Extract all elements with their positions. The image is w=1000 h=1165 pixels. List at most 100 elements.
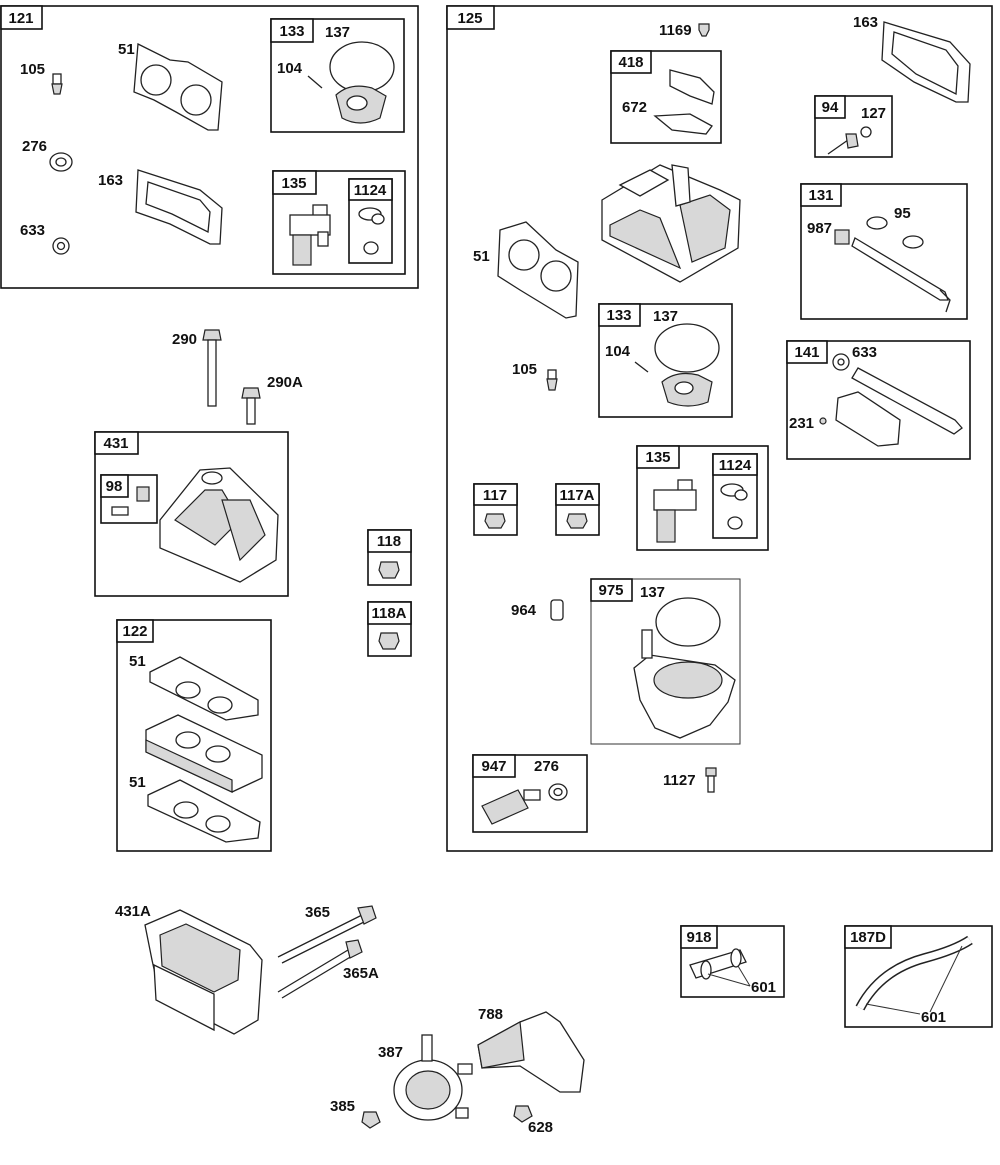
screw-1127 (705, 767, 717, 777)
label-633: 633 (20, 222, 45, 239)
group-117A-tag: 117A (559, 487, 594, 504)
spacer-block[interactable] (145, 714, 263, 793)
label-431A: 431A (115, 903, 151, 920)
label-964: 964 (511, 602, 537, 619)
group-918-tag: 918 (686, 929, 711, 946)
screw-1169 (698, 23, 710, 37)
bolt-290[interactable] (202, 329, 222, 407)
double-gasket-right[interactable] (497, 221, 579, 319)
spring-and-pin[interactable] (111, 486, 150, 516)
pin-right (634, 361, 649, 373)
solenoid[interactable] (289, 204, 331, 266)
group-141-tag: 141 (794, 344, 819, 361)
carburetor-base[interactable] (159, 467, 279, 583)
washer[interactable] (49, 152, 73, 172)
group-418-tag: 418 (618, 54, 643, 71)
label-788: 788 (478, 1006, 503, 1023)
seal-ring[interactable] (52, 237, 70, 255)
needle-94 (827, 139, 849, 155)
gasket-set[interactable] (358, 207, 385, 255)
needle-valve[interactable] (51, 73, 63, 95)
group-125-tag: 125 (457, 10, 482, 27)
group-947-tag: 947 (481, 758, 506, 775)
group-121-tag: 121 (8, 10, 33, 27)
group-121[interactable]: 121 51 105 276 163 633 (0, 5, 419, 289)
o-ring-right (654, 323, 720, 373)
plate-lower (653, 113, 713, 135)
float-bowl[interactable] (633, 629, 736, 739)
group-918[interactable]: 918 601 (680, 925, 785, 998)
bolt-365[interactable] (277, 905, 377, 964)
group-133-tag: 133 (279, 23, 304, 40)
group-94-tag: 94 (822, 99, 839, 116)
bolt-290A[interactable] (241, 387, 261, 425)
choke-shaft (851, 367, 963, 435)
fuel-solenoid-947 (481, 789, 529, 825)
group-118-tag: 118 (377, 533, 401, 550)
label-365A: 365A (343, 965, 379, 982)
fuel-pump-387[interactable] (393, 1034, 473, 1121)
o-ring-bowl (655, 597, 721, 647)
label-1127: 1127 (663, 772, 696, 789)
label-127: 127 (861, 105, 886, 122)
solenoid-right (656, 509, 676, 543)
group-133[interactable]: 133 137 104 (270, 18, 405, 133)
carburetor-body[interactable] (601, 164, 741, 283)
intake-manifold-431A[interactable] (144, 909, 263, 1035)
label-387: 387 (378, 1044, 403, 1061)
o-ring (329, 41, 395, 93)
label-633-right: 633 (852, 344, 877, 361)
label-365: 365 (305, 904, 330, 921)
bracket-788[interactable] (477, 1011, 585, 1093)
group-135-tag: 135 (281, 175, 306, 192)
label-601: 601 (751, 979, 776, 996)
label-105: 105 (20, 61, 45, 78)
group-975 (590, 578, 741, 745)
group-1124-right-tag: 1124 (719, 457, 752, 474)
plug-964 (550, 599, 564, 621)
choke-plate (835, 391, 901, 447)
label-290A: 290A (267, 374, 303, 391)
label-105-right: 105 (512, 361, 537, 378)
throttle-shaft (851, 237, 949, 301)
group-975-tag: 975 (598, 582, 623, 599)
pin (307, 75, 323, 89)
group-131-tag: 131 (808, 187, 833, 204)
group-135[interactable]: 135 1124 (272, 170, 406, 275)
label-628: 628 (528, 1119, 553, 1136)
screw-231 (819, 417, 827, 425)
air-cleaner-gasket[interactable] (135, 169, 223, 245)
label-51: 51 (118, 41, 135, 58)
screw-385 (361, 1111, 381, 1129)
group-122-tag: 122 (122, 623, 147, 640)
throttle-plate-a (866, 216, 888, 230)
group-133-right-tag: 133 (606, 307, 631, 324)
group-187D-tag: 187D (850, 929, 886, 946)
plate-upper (669, 69, 715, 105)
label-163: 163 (98, 172, 123, 189)
group-125[interactable]: 125 1169 163 418 672 94 127 51 (446, 5, 993, 852)
label-104: 104 (277, 60, 303, 77)
double-gasket[interactable] (133, 42, 223, 131)
label-231: 231 (789, 415, 814, 432)
gasket-bottom[interactable] (147, 779, 261, 843)
group-98-tag: 98 (106, 478, 123, 495)
label-137-bowl: 137 (640, 584, 665, 601)
group-187D[interactable]: 187D 601 (844, 925, 993, 1028)
group-118A[interactable]: 118A (367, 601, 412, 657)
group-122[interactable]: 122 51 51 (116, 619, 272, 852)
air-cleaner-gasket-right[interactable] (881, 21, 971, 103)
bolt-365A[interactable] (277, 939, 363, 999)
label-51-top: 51 (129, 653, 146, 670)
group-117-tag: 117 (483, 487, 507, 504)
label-1169: 1169 (659, 22, 692, 39)
needle-valve-right (547, 369, 557, 380)
screw-628 (513, 1105, 533, 1123)
gasket-top[interactable] (149, 656, 259, 721)
label-163: 163 (853, 14, 878, 31)
label-276-right: 276 (534, 758, 559, 775)
group-431[interactable]: 431 98 (94, 431, 289, 597)
label-601-187D: 601 (921, 1009, 946, 1026)
group-118[interactable]: 118 (367, 529, 412, 586)
group-135-right-tag: 135 (645, 449, 670, 466)
